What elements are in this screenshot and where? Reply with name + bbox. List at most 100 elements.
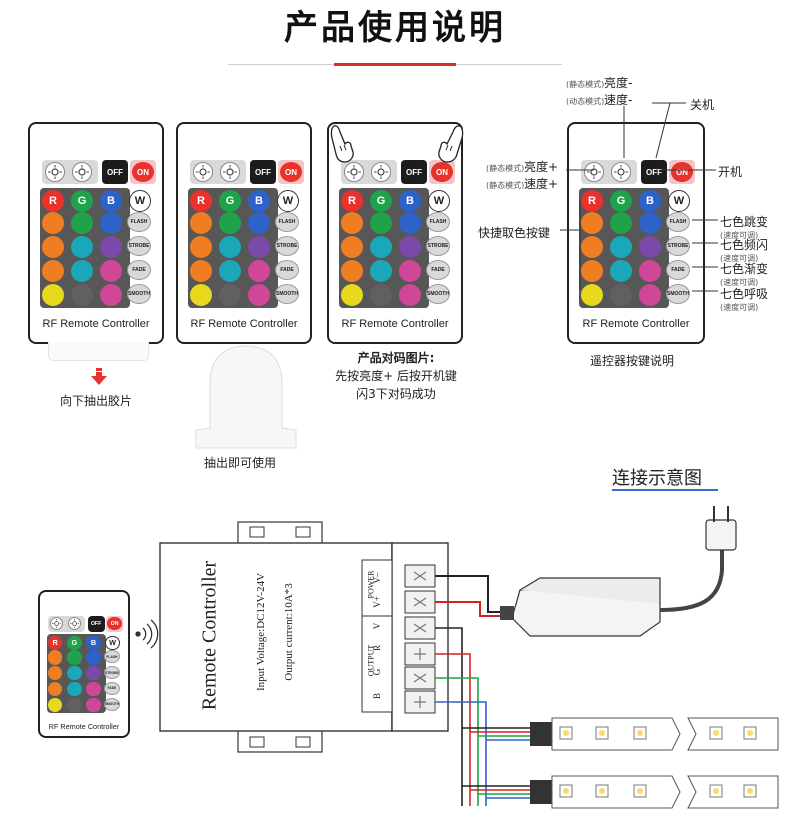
mode-key-smooth[interactable]: SMOOTH (127, 284, 151, 304)
color-key[interactable] (42, 212, 64, 234)
color-key[interactable] (341, 260, 363, 282)
color-key-w[interactable]: W (428, 190, 450, 212)
color-key[interactable] (248, 284, 270, 306)
mode-key-fade[interactable]: FADE (666, 260, 690, 280)
color-key-r[interactable]: R (190, 190, 212, 212)
color-key[interactable] (71, 212, 93, 234)
color-key-b[interactable]: B (639, 190, 661, 212)
color-key[interactable] (67, 650, 82, 665)
color-key[interactable] (370, 212, 392, 234)
color-key[interactable] (100, 284, 122, 306)
color-key[interactable] (399, 236, 421, 258)
sun-bright-icon[interactable] (611, 162, 631, 182)
color-key-g[interactable]: G (610, 190, 632, 212)
power-on-button[interactable]: ON (671, 162, 693, 182)
mode-key-strobe[interactable]: STROBE (127, 236, 151, 256)
color-key[interactable] (47, 665, 63, 681)
color-key[interactable] (71, 236, 93, 258)
mode-key-flash[interactable]: FLASH (127, 212, 151, 232)
mode-key-smooth[interactable]: SMOOTH (275, 284, 299, 304)
mode-key-smooth[interactable]: SMOOTH (426, 284, 450, 304)
color-key[interactable] (581, 236, 603, 258)
color-key[interactable] (341, 236, 363, 258)
color-key-w[interactable]: W (105, 635, 120, 651)
sun-bright-icon[interactable] (72, 162, 92, 182)
color-key[interactable] (71, 284, 93, 306)
sun-bright-icon[interactable] (67, 617, 81, 631)
mode-key-flash[interactable]: FLASH (275, 212, 299, 232)
power-off-button[interactable]: OFF (643, 162, 665, 182)
mode-key-flash[interactable]: FLASH (104, 650, 120, 664)
color-key[interactable] (248, 260, 270, 282)
color-key[interactable] (610, 212, 632, 234)
color-key[interactable] (47, 681, 63, 697)
mode-key-smooth[interactable]: SMOOTH (666, 284, 690, 304)
color-key[interactable] (639, 236, 661, 258)
color-key[interactable] (42, 284, 64, 306)
color-key[interactable] (610, 284, 632, 306)
color-key-b[interactable]: B (100, 190, 122, 212)
color-key-g[interactable]: G (67, 635, 82, 651)
power-off-button[interactable]: OFF (88, 617, 104, 631)
color-key[interactable] (47, 650, 63, 665)
color-key[interactable] (190, 236, 212, 258)
color-key-w[interactable]: W (277, 190, 299, 212)
color-key-r[interactable]: R (341, 190, 363, 212)
power-on-button[interactable]: ON (431, 162, 453, 182)
color-key[interactable] (399, 260, 421, 282)
power-off-button[interactable]: OFF (403, 162, 425, 182)
color-key[interactable] (190, 284, 212, 306)
color-key-g[interactable]: G (219, 190, 241, 212)
color-key[interactable] (581, 212, 603, 234)
color-key[interactable] (370, 260, 392, 282)
mode-key-fade[interactable]: FADE (426, 260, 450, 280)
power-on-button[interactable]: ON (280, 162, 302, 182)
color-key[interactable] (341, 284, 363, 306)
color-key[interactable] (581, 284, 603, 306)
color-key[interactable] (399, 212, 421, 234)
color-key[interactable] (399, 284, 421, 306)
power-on-button[interactable]: ON (107, 617, 122, 631)
pull-tab-film[interactable] (48, 342, 149, 361)
mode-key-strobe[interactable]: STROBE (426, 236, 450, 256)
color-key[interactable] (86, 665, 101, 681)
color-key[interactable] (86, 697, 101, 713)
color-key-r[interactable]: R (581, 190, 603, 212)
power-off-button[interactable]: OFF (104, 162, 126, 182)
sun-dim-icon[interactable] (584, 162, 604, 182)
mode-key-strobe[interactable]: STROBE (666, 236, 690, 256)
mode-key-strobe[interactable]: STROBE (104, 665, 120, 680)
color-key[interactable] (100, 236, 122, 258)
color-key[interactable] (42, 260, 64, 282)
color-key[interactable] (190, 212, 212, 234)
color-key[interactable] (248, 236, 270, 258)
color-key[interactable] (71, 260, 93, 282)
color-key[interactable] (639, 260, 661, 282)
color-key[interactable] (219, 284, 241, 306)
mode-key-fade[interactable]: FADE (275, 260, 299, 280)
color-key[interactable] (248, 212, 270, 234)
sun-dim-icon[interactable] (49, 617, 64, 631)
color-key[interactable] (100, 212, 122, 234)
color-key[interactable] (610, 260, 632, 282)
color-key[interactable] (86, 650, 101, 665)
color-key[interactable] (86, 681, 101, 697)
mode-key-fade[interactable]: FADE (104, 681, 120, 695)
color-key[interactable] (42, 236, 64, 258)
mode-key-fade[interactable]: FADE (127, 260, 151, 280)
color-key[interactable] (610, 236, 632, 258)
color-key-b[interactable]: B (86, 635, 101, 651)
color-key[interactable] (639, 284, 661, 306)
color-key[interactable] (100, 260, 122, 282)
color-key[interactable] (219, 236, 241, 258)
sun-dim-icon[interactable] (45, 162, 65, 182)
color-key-g[interactable]: G (71, 190, 93, 212)
mode-key-flash[interactable]: FLASH (666, 212, 690, 232)
color-key[interactable] (341, 212, 363, 234)
color-key[interactable] (219, 260, 241, 282)
color-key-b[interactable]: B (248, 190, 270, 212)
color-key[interactable] (190, 260, 212, 282)
power-off-button[interactable]: OFF (252, 162, 274, 182)
color-key-w[interactable]: W (668, 190, 690, 212)
sun-dim-icon[interactable] (193, 162, 213, 182)
